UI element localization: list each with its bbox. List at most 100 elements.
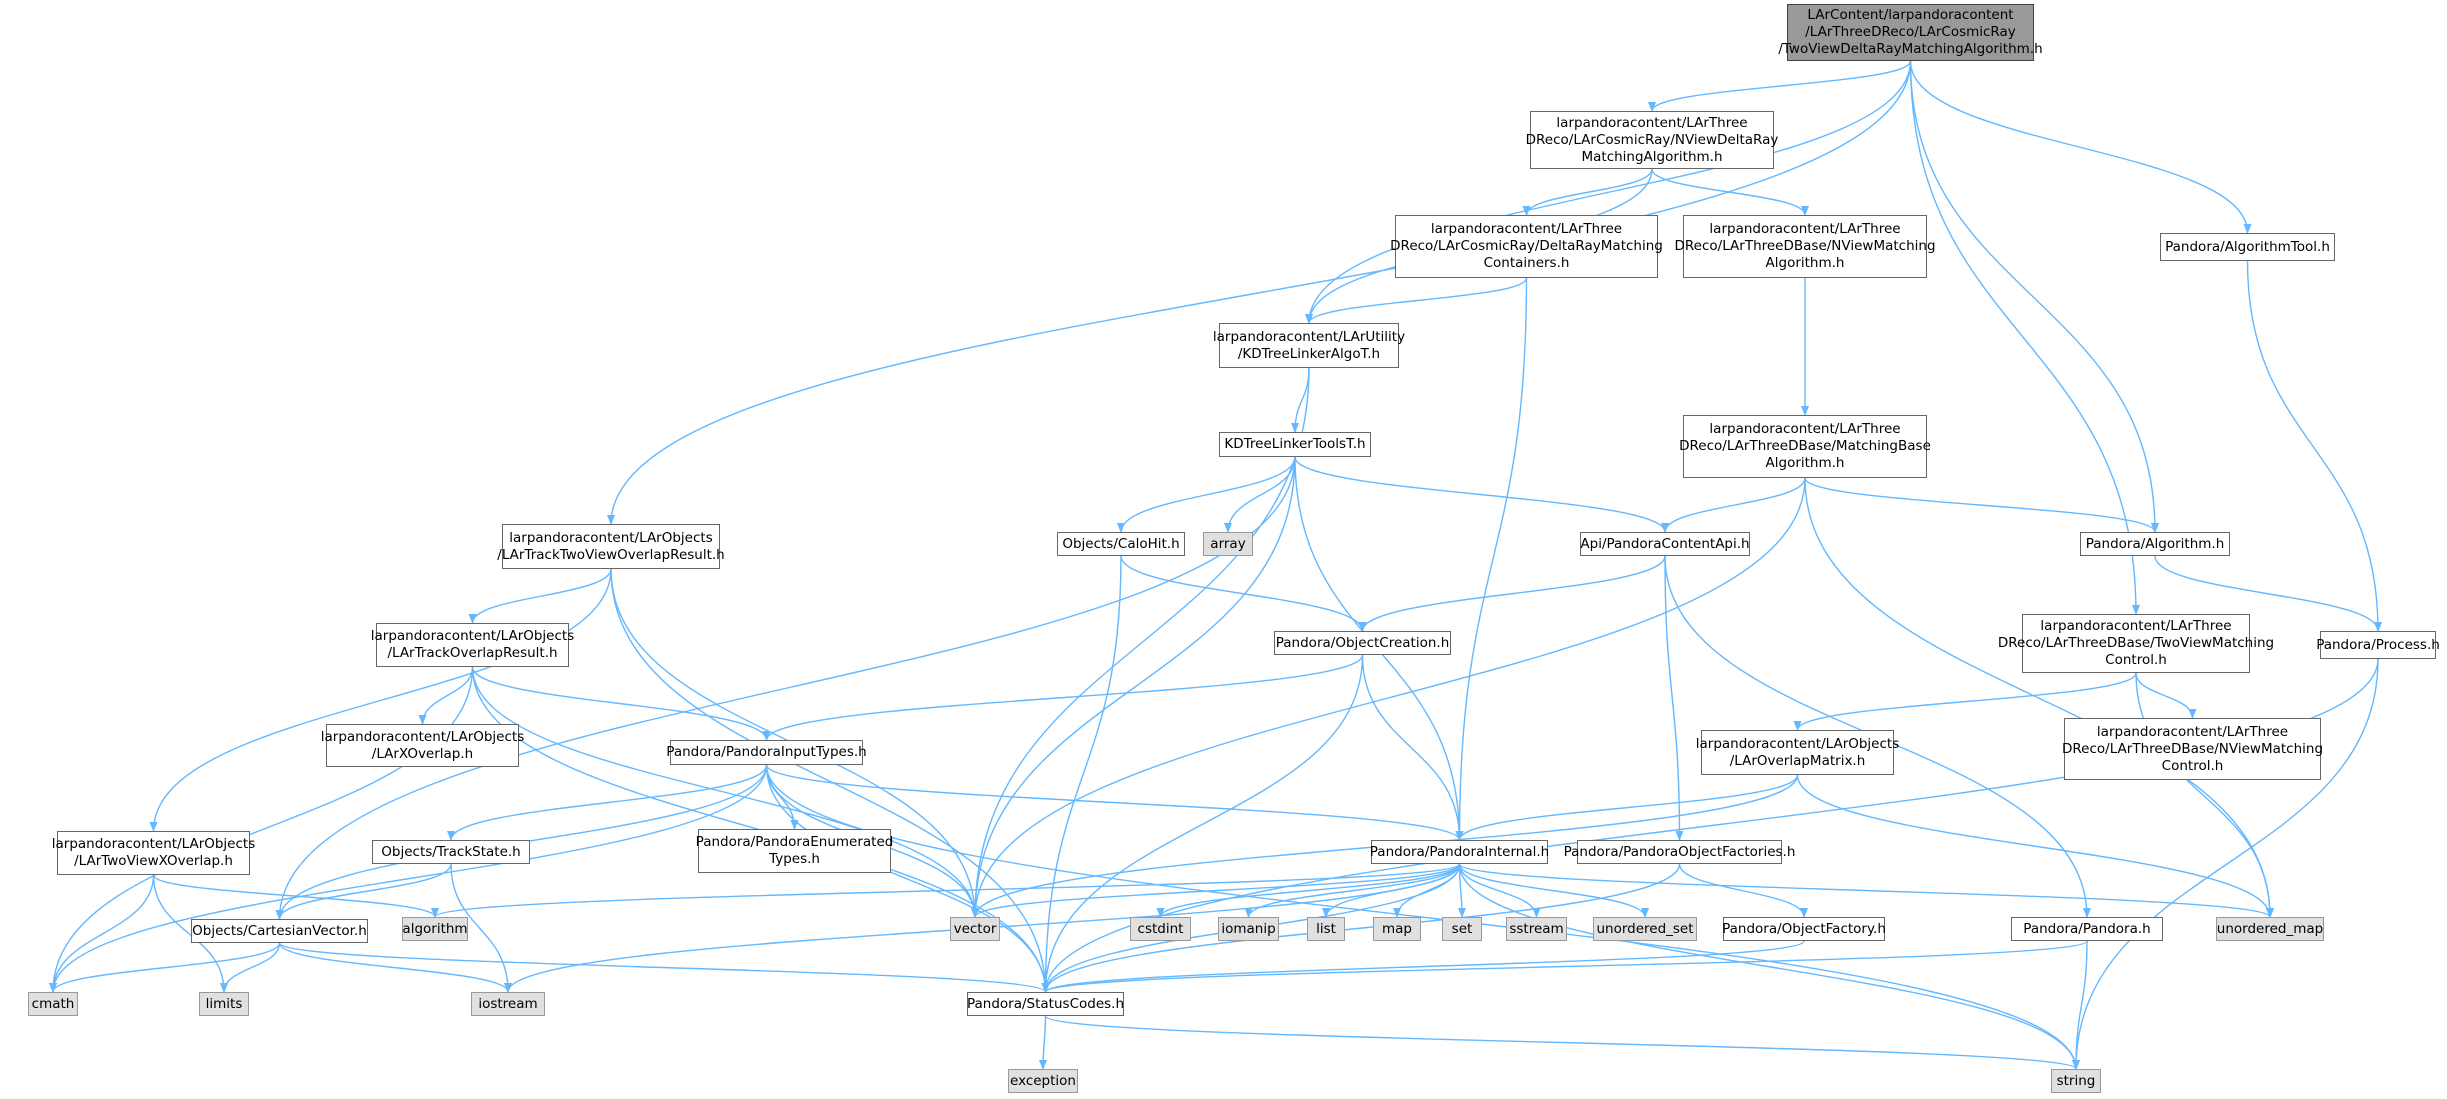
edge-tracktwoview-to-trackoverlap (468, 568, 612, 624)
edge-trackstate-to-iostream (450, 863, 512, 993)
node-contentapi[interactable]: Api/PandoraContentApi.h (1580, 532, 1750, 556)
node-algorithm[interactable]: Pandora/Algorithm.h (2080, 532, 2230, 556)
edge-twoviewxoverlap-to-limits (152, 874, 228, 993)
edge-deltaraycontainers-to-kdtreelinkeralgo (1305, 277, 1528, 324)
node-sstream: sstream (1506, 917, 1567, 941)
node-statuscodes[interactable]: Pandora/StatusCodes.h (967, 992, 1124, 1016)
edge-cartesian-to-cmath (49, 942, 281, 993)
node-nviewdeltaray[interactable]: larpandoracontent/LArThree DReco/LArCosm… (1526, 111, 1778, 169)
edge-overlapmatrix-to-unordered-map (1796, 774, 2274, 918)
node-cstdint: cstdint (1130, 917, 1191, 941)
node-tracktwoview[interactable]: larpandoracontent/LArObjects /LArTrackTw… (497, 524, 725, 569)
edge-trackoverlap-to-inputtypes (471, 666, 771, 741)
node-objectfactories[interactable]: Pandora/PandoraObjectFactories.h (1564, 840, 1795, 864)
node-deltaraycontainers[interactable]: larpandoracontent/LArThree DReco/LArCosm… (1390, 215, 1663, 278)
edge-twoviewcontrol-to-nviewcontrol (2135, 672, 2197, 719)
edge-objectcreation-to-statuscodes (1041, 654, 1364, 993)
edge-twoviewxoverlap-to-cmath (49, 874, 155, 993)
edge-inputtypes-to-string (765, 764, 2080, 1070)
edge-trackstate-to-cartesian (275, 863, 452, 920)
edge-internal-to-cstdint (1156, 863, 1461, 918)
edge-trackoverlap-to-vector (471, 666, 979, 918)
edge-internal-to-vector (971, 863, 1461, 918)
node-kdtreelinkertools[interactable]: KDTreeLinkerToolsT.h (1219, 432, 1371, 457)
node-xoverlap[interactable]: larpandoracontent/LArObjects /LArXOverla… (321, 724, 524, 767)
edge-contentapi-to-objectcreation (1358, 555, 1666, 632)
node-trackstate[interactable]: Objects/TrackState.h (372, 840, 530, 864)
edge-cartesian-to-statuscodes (278, 942, 1050, 993)
node-inputtypes[interactable]: Pandora/PandoraInputTypes.h (666, 740, 867, 765)
node-cartesian[interactable]: Objects/CartesianVector.h (191, 919, 368, 943)
node-cmath: cmath (28, 992, 78, 1016)
edge-cartesian-to-iostream (278, 942, 512, 993)
node-map: map (1373, 917, 1421, 941)
node-unordered-set: unordered_set (1593, 917, 1697, 941)
edge-calohit-to-statuscodes (1041, 555, 1122, 993)
node-set: set (1442, 917, 1482, 941)
edge-algorithmtool-to-process (2246, 260, 2382, 632)
node-process[interactable]: Pandora/Process.h (2316, 631, 2440, 659)
edge-root-to-twoviewcontrol (1909, 60, 2140, 615)
edge-internal-to-algorithmstd (431, 863, 1461, 918)
node-unordered-map: unordered_map (2216, 917, 2324, 941)
node-list: list (1307, 917, 1345, 941)
node-overlapmatrix[interactable]: larpandoracontent/LArObjects /LArOverlap… (1696, 730, 1899, 775)
node-matchingbase[interactable]: larpandoracontent/LArThree DReco/LArThre… (1679, 415, 1931, 478)
node-algorithmstd: algorithm (402, 917, 468, 941)
edge-objectfactory-to-statuscodes (1041, 940, 1805, 993)
edge-cartesian-to-limits (220, 942, 281, 993)
node-twoviewxoverlap[interactable]: larpandoracontent/LArObjects /LArTwoView… (52, 831, 255, 875)
edge-inputtypes-to-internal (765, 764, 1464, 841)
node-root[interactable]: LArContent/larpandoracontent /LArThreeDR… (1778, 4, 2043, 61)
node-calohit[interactable]: Objects/CaloHit.h (1057, 532, 1185, 556)
edge-process-to-string (2072, 658, 2379, 1070)
edge-pandora-to-string (2072, 940, 2088, 1070)
node-limits: limits (199, 992, 249, 1016)
edge-statuscodes-to-string (1044, 1015, 2080, 1070)
edge-twoviewcontrol-to-unordered-map (2135, 672, 2274, 918)
edge-root-to-tracktwoview (607, 60, 1912, 525)
node-pandora[interactable]: Pandora/Pandora.h (2011, 917, 2163, 941)
edge-root-to-algorithm (1909, 60, 2159, 533)
node-trackoverlap[interactable]: larpandoracontent/LArObjects /LArTrackOv… (371, 623, 574, 667)
edge-pandora-to-statuscodes (1041, 940, 2088, 993)
node-iomanip: iomanip (1218, 917, 1279, 941)
node-nviewcontrol[interactable]: larpandoracontent/LArThree DReco/LArThre… (2062, 718, 2323, 780)
edge-tracktwoview-to-twoviewxoverlap (149, 568, 612, 832)
edge-statuscodes-to-exception (1039, 1015, 1048, 1070)
node-objectcreation[interactable]: Pandora/ObjectCreation.h (1274, 631, 1451, 655)
edge-inputtypes-to-trackstate (447, 764, 768, 841)
node-iostream: iostream (471, 992, 545, 1016)
edge-kdtreelinkertools-to-array (1224, 456, 1296, 533)
node-nviewmatching[interactable]: larpandoracontent/LArThree DReco/LArThre… (1675, 215, 1936, 278)
edge-internal-to-string (1458, 863, 2080, 1070)
node-vector: vector (950, 917, 1000, 941)
edge-kdtreelinkeralgo-to-vector (971, 367, 1310, 918)
node-internal[interactable]: Pandora/PandoraInternal.h (1370, 840, 1549, 864)
edge-root-to-nviewdeltaray (1648, 60, 1912, 112)
edge-objectfactories-to-statuscodes (1041, 863, 1681, 993)
edge-tracktwoview-to-statuscodes (610, 568, 1050, 993)
edge-trackoverlap-to-xoverlap (418, 666, 474, 725)
node-array: array (1203, 532, 1253, 556)
edge-nviewdeltaray-to-deltaraycontainers (1522, 168, 1653, 216)
node-algorithmtool[interactable]: Pandora/AlgorithmTool.h (2160, 233, 2335, 261)
node-kdtreelinkeralgo[interactable]: larpandoracontent/LArUtility /KDTreeLink… (1213, 323, 1405, 368)
edge-objectcreation-to-inputtypes (762, 654, 1364, 741)
node-twoviewcontrol[interactable]: larpandoracontent/LArThree DReco/LArThre… (1998, 614, 2274, 673)
node-exception: exception (1008, 1069, 1078, 1093)
edge-twoviewxoverlap-to-algorithmstd (152, 874, 439, 918)
edge-matchingbase-to-vector (971, 477, 1806, 918)
edge-internal-to-unordered-set (1458, 863, 1649, 918)
edge-root-to-algorithmtool (1909, 60, 2252, 234)
edge-deltaraycontainers-to-internal (1455, 277, 1528, 841)
edge-objectfactories-to-objectfactory (1678, 863, 1808, 918)
edge-internal-to-unordered-map (1458, 863, 2274, 918)
node-enumerated[interactable]: Pandora/PandoraEnumerated Types.h (696, 829, 893, 873)
edge-kdtreelinkertools-to-calohit (1117, 456, 1296, 533)
edge-contentapi-to-objectfactories (1664, 555, 1684, 841)
edge-matchingbase-to-contentapi (1661, 477, 1806, 533)
edge-root-to-kdtreelinkeralgo (1305, 60, 1912, 324)
node-objectfactory[interactable]: Pandora/ObjectFactory.h (1722, 917, 1886, 941)
